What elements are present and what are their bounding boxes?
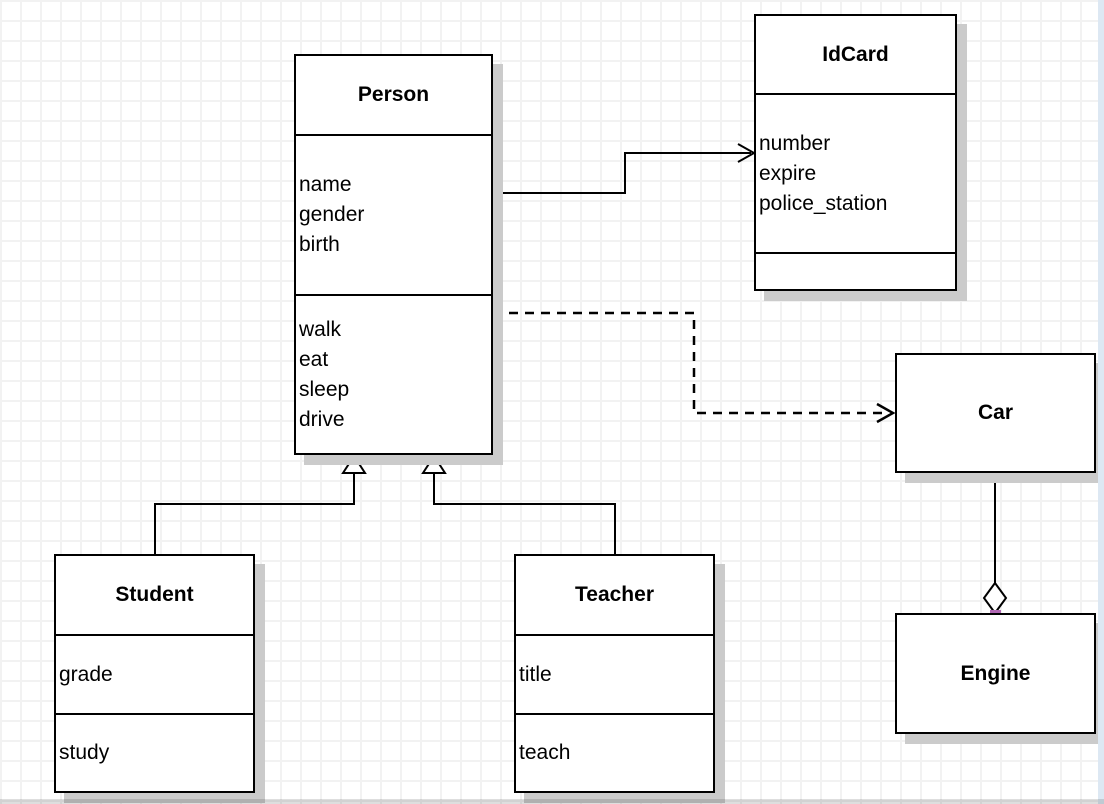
class-title: Teacher <box>575 583 654 606</box>
canvas-right-edge <box>1098 0 1104 804</box>
hollow-triangle-icon <box>341 454 367 474</box>
hollow-triangle-icon <box>421 454 447 474</box>
generalization-student-person[interactable] <box>154 454 367 554</box>
association-person-idcard[interactable] <box>493 143 757 194</box>
class-title: Person <box>357 83 430 106</box>
method: drive <box>299 407 345 431</box>
class-car[interactable]: Car <box>895 353 1096 473</box>
attributes-compartment: grade <box>56 634 253 713</box>
attribute: birth <box>299 233 340 256</box>
dependency-person-car[interactable] <box>493 311 896 424</box>
attribute: gender <box>299 203 365 226</box>
methods-compartment: teach <box>516 713 713 791</box>
class-student[interactable]: Student grade study <box>54 554 255 793</box>
method: teach <box>519 741 571 764</box>
hollow-diamond-icon <box>982 581 1008 615</box>
attributes-compartment: title <box>516 634 713 713</box>
class-engine[interactable]: Engine <box>895 613 1096 734</box>
method: sleep <box>299 377 350 401</box>
class-person[interactable]: Person name gender birth walk eat sleep … <box>294 54 493 455</box>
attribute: expire <box>759 161 817 185</box>
class-title: IdCard <box>822 42 889 66</box>
attribute: name <box>299 173 352 196</box>
attribute: grade <box>59 662 113 686</box>
method: eat <box>299 347 329 371</box>
methods-compartment: study <box>56 713 253 791</box>
class-title: Student <box>115 583 194 606</box>
class-title: Car <box>977 401 1014 424</box>
open-arrowhead-icon <box>876 402 896 424</box>
open-arrowhead-icon <box>737 143 757 163</box>
methods-compartment: walk eat sleep drive <box>296 294 491 453</box>
aggregation-car-engine[interactable] <box>982 468 1008 621</box>
method: study <box>59 741 110 764</box>
attributes-compartment: number expire police_station <box>756 93 955 252</box>
class-teacher[interactable]: Teacher title teach <box>514 554 715 793</box>
attributes-compartment: name gender birth <box>296 134 491 294</box>
attribute: title <box>519 662 552 686</box>
class-title: Engine <box>960 661 1031 685</box>
canvas-bottom-edge <box>0 799 1104 804</box>
generalization-teacher-person[interactable] <box>421 454 616 554</box>
method: walk <box>299 317 342 341</box>
methods-compartment <box>756 252 955 289</box>
attribute: police_station <box>759 191 888 215</box>
attribute: number <box>759 131 831 155</box>
class-idcard[interactable]: IdCard number expire police_station <box>754 14 957 291</box>
